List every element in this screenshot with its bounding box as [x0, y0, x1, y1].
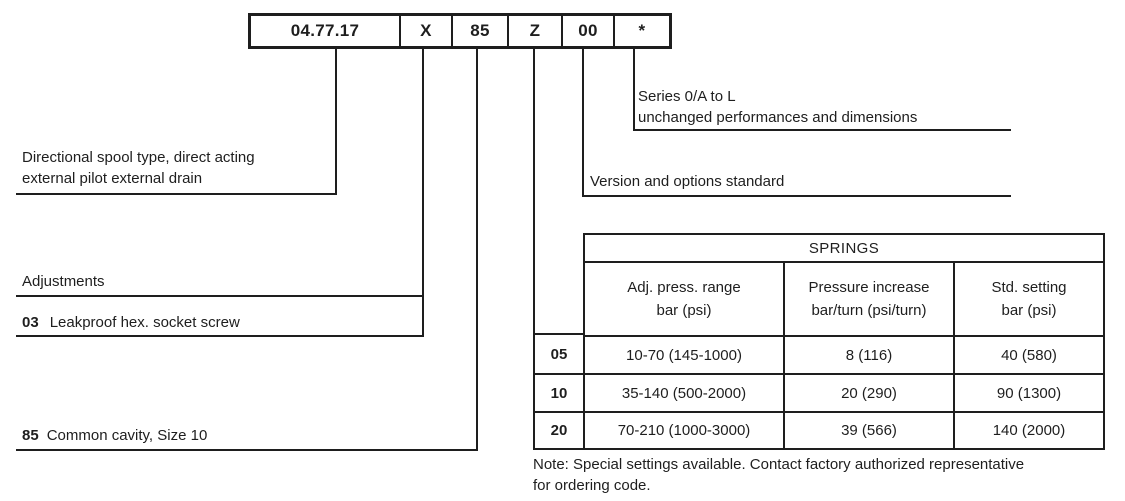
underline-spool-type — [16, 193, 337, 195]
cell-std-setting: 40 (580) — [1001, 346, 1057, 364]
code-segment-z: Z — [507, 16, 561, 46]
spring-code-10: 10 — [535, 373, 583, 411]
underline-version — [583, 195, 1011, 197]
spring-code-column: 05 10 20 — [533, 333, 583, 450]
underline-series — [634, 129, 1011, 131]
series-label-line2: unchanged performances and dimensions — [638, 109, 918, 126]
code-segment-spring: * — [613, 16, 669, 46]
adjustments-heading: Adjustments — [22, 273, 105, 290]
springs-table-header-row: Adj. press. range bar (psi) Pressure inc… — [585, 263, 1103, 335]
cell-pressure-increase: 39 (566) — [785, 413, 955, 448]
column-header-std-setting: Std. setting bar (psi) — [955, 263, 1103, 335]
spool-type-label-line2: external pilot external drain — [22, 170, 203, 187]
column-header-pressure-increase: Pressure increase bar/turn (psi/turn) — [785, 263, 955, 335]
table-row: 35-140 (500-2000) 20 (290) 90 (1300) — [585, 373, 1103, 411]
underline-cavity-85 — [16, 449, 478, 451]
column-header-line1: Adj. press. range — [627, 279, 741, 296]
table-note-line2: for ordering code. — [533, 477, 651, 494]
cavity-option-85: 85 Common cavity, Size 10 — [22, 425, 207, 446]
springs-table: SPRINGS Adj. press. range bar (psi) Pres… — [583, 233, 1105, 450]
connector-line-x — [422, 48, 424, 337]
column-header-line2: bar/turn (psi/turn) — [811, 302, 927, 319]
cell-pressure-increase: 20 (290) — [785, 375, 955, 411]
adjustment-option-text: Leakproof hex. socket screw — [49, 314, 240, 331]
underline-adjustments — [16, 295, 424, 297]
underline-adjustment-03 — [16, 335, 424, 337]
connector-line-model — [335, 48, 337, 195]
cell-adj-press-range: 10-70 (145-1000) — [585, 337, 785, 373]
series-label: Series 0/A to L unchanged performances a… — [638, 86, 917, 128]
spring-code-20: 20 — [535, 411, 583, 448]
code-segment-00: 00 — [561, 16, 613, 46]
ordering-code-box: 04.77.17 X 85 Z 00 * — [248, 13, 672, 49]
adjustment-option-03: 03 Leakproof hex. socket screw — [22, 312, 240, 333]
table-row: 10-70 (145-1000) 8 (116) 40 (580) — [585, 335, 1103, 373]
connector-line-85 — [476, 48, 478, 451]
table-note: Note: Special settings available. Contac… — [533, 454, 1024, 496]
table-note-line1: Note: Special settings available. Contac… — [533, 456, 1025, 473]
code-segment-model: 04.77.17 — [290, 21, 360, 40]
springs-table-title: SPRINGS — [585, 235, 1103, 263]
cell-pressure-increase: 8 (116) — [785, 337, 955, 373]
connector-line-z — [533, 48, 535, 333]
connector-line-00 — [582, 48, 584, 197]
code-segment-x: X — [399, 16, 451, 46]
column-header-line2: bar (psi) — [1001, 302, 1057, 319]
cavity-option-text: Common cavity, Size 10 — [46, 427, 208, 444]
spring-code-05: 05 — [550, 345, 568, 363]
connector-line-spring — [633, 48, 635, 131]
column-header-line1: Std. setting — [991, 279, 1067, 296]
column-header-adj-press-range: Adj. press. range bar (psi) — [585, 263, 785, 335]
column-header-line1: Pressure increase — [808, 279, 930, 296]
column-header-line2: bar (psi) — [656, 302, 712, 319]
cavity-option-code: 85 — [22, 427, 39, 444]
cell-std-setting: 90 (1300) — [996, 384, 1062, 402]
adjustment-option-code: 03 — [22, 314, 39, 331]
cell-adj-press-range: 70-210 (1000-3000) — [585, 413, 785, 448]
series-label-line1: Series 0/A to L — [638, 88, 736, 105]
cell-adj-press-range: 35-140 (500-2000) — [585, 375, 785, 411]
cell-std-setting: 140 (2000) — [992, 422, 1066, 439]
spool-type-label-line1: Directional spool type, direct acting — [22, 149, 255, 166]
table-row: 70-210 (1000-3000) 39 (566) 140 (2000) — [585, 411, 1103, 448]
code-segment-85: 85 — [451, 16, 507, 46]
version-label: Version and options standard — [590, 173, 785, 190]
spool-type-label: Directional spool type, direct acting ex… — [22, 147, 255, 189]
